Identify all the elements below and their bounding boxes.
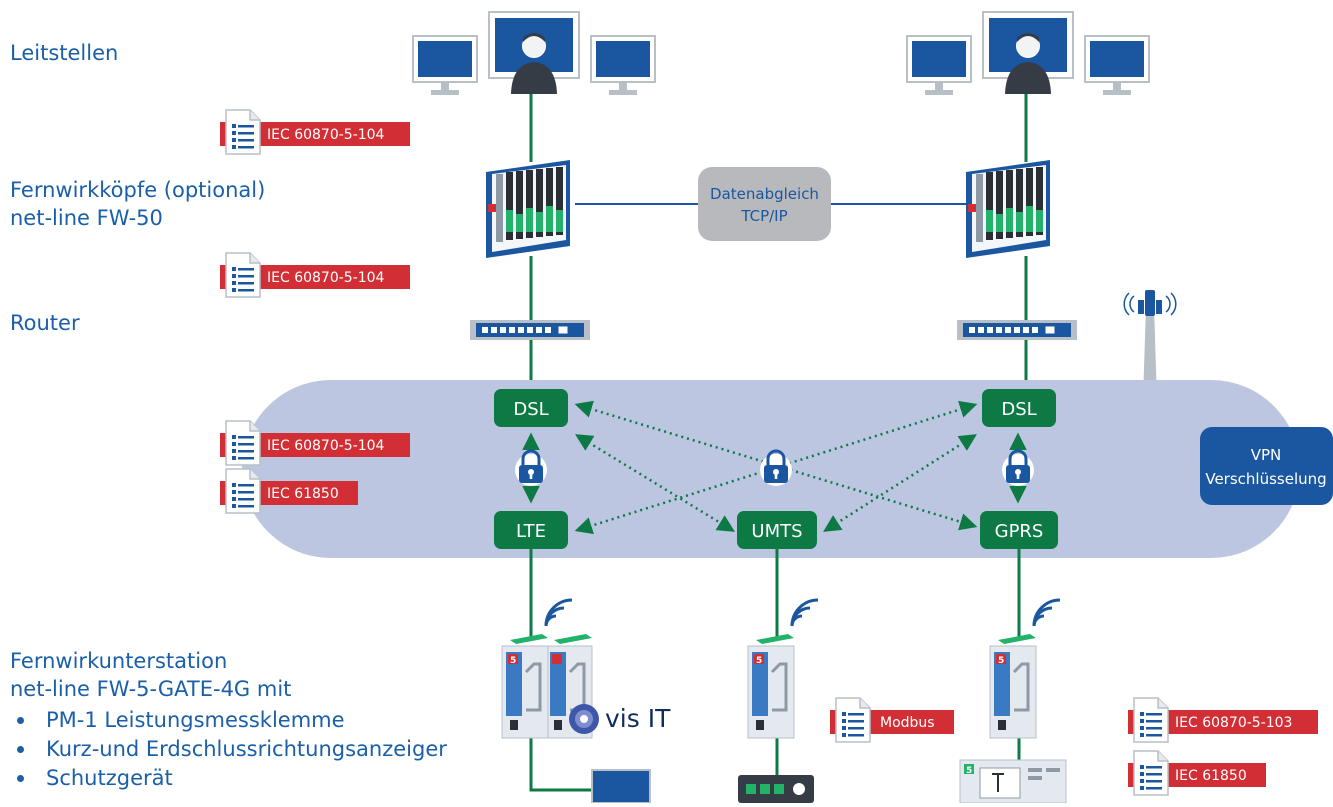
power-meter-icon (738, 775, 814, 803)
datenabgleich-line1: Datenabgleich (710, 185, 819, 203)
device-badge-right: 5 (998, 656, 1004, 666)
node-dsl-left: DSL (494, 389, 568, 427)
document-list-icon (1133, 697, 1169, 743)
vpn-box (1200, 427, 1333, 505)
vpn-line1: VPN (1251, 446, 1282, 464)
visit-monitor-icon (591, 769, 651, 804)
protocol-tag-iec61850-b: IEC 61850 (1128, 750, 1266, 796)
unit-right-icon (988, 632, 1038, 740)
lock-icon-left (515, 449, 547, 486)
feature-item: Kurz-und Erdschlussrichtungsanzeiger (12, 735, 447, 764)
wifi-icon-left (544, 598, 574, 628)
node-umts: UMTS (737, 511, 817, 549)
label-fernwirkkoepfe-line1: Fernwirkköpfe (optional) (10, 178, 266, 202)
document-list-icon (225, 468, 261, 514)
node-gprs: GPRS (980, 511, 1058, 549)
label-router: Router (10, 311, 80, 335)
protocol-tag-modbus: Modbus (830, 697, 954, 743)
unit-center-icon (746, 632, 796, 740)
protocol-tag-iec103-label: IEC 60870-5-103 (1175, 715, 1292, 731)
protocol-tag-iec104-b-label: IEC 60870-5-104 (267, 270, 385, 286)
node-dsl-right-label: DSL (1001, 399, 1036, 420)
label-fernwirkkoepfe-line2: net-line FW-50 (10, 206, 163, 230)
rack-right-icon (966, 160, 1050, 258)
node-lte-label: LTE (516, 521, 546, 542)
datenabgleich-line2: TCP/IP (740, 207, 787, 225)
leitstelle-left-icon (413, 12, 655, 95)
label-unterstation-line2: net-line FW-5-GATE-4G mit (10, 677, 292, 701)
document-list-icon (225, 252, 261, 298)
visit-logo-text: vis IT (605, 704, 671, 733)
protocol-tag-iec61850-b-label: IEC 61850 (1175, 768, 1247, 784)
protocol-tag-iec104-b: IEC 60870-5-104 (220, 252, 410, 298)
node-dsl-left-label: DSL (513, 399, 548, 420)
label-unterstation-line1: Fernwirkunterstation (10, 649, 228, 673)
feature-list: PM-1 Leistungsmessklemme Kurz-und Erdsch… (12, 706, 447, 793)
leitstelle-right-icon (907, 12, 1149, 95)
protocol-tag-iec104-c: IEC 60870-5-104 (220, 420, 410, 466)
protocol-tag-iec104-c-label: IEC 60870-5-104 (267, 438, 385, 454)
device-badge-relay: 5 (966, 766, 972, 776)
protocol-tag-iec104-a-label: IEC 60870-5-104 (267, 127, 385, 143)
node-dsl-right: DSL (982, 389, 1056, 427)
protocol-tag-iec104-a: IEC 60870-5-104 (220, 109, 410, 155)
device-badge-left: 5 (510, 656, 516, 666)
rack-left-icon (486, 160, 570, 258)
document-list-icon (225, 109, 261, 155)
document-list-icon (1133, 750, 1169, 796)
wifi-icon-center (790, 598, 820, 628)
vpn-line2: Verschlüsselung (1205, 470, 1326, 488)
cell-tower-icon (1123, 290, 1177, 400)
node-umts-label: UMTS (751, 521, 802, 542)
link-device-visit (529, 730, 592, 792)
wifi-icon-right (1032, 598, 1062, 628)
protocol-tag-iec61850-a: IEC 61850 (220, 468, 358, 514)
unit-left-front-icon (500, 632, 550, 740)
node-lte: LTE (494, 511, 568, 549)
device-badge-center: 5 (756, 656, 762, 666)
node-gprs-label: GPRS (995, 521, 1044, 542)
router-right-icon (956, 319, 1078, 341)
protocol-tag-iec103: IEC 60870-5-103 (1128, 697, 1318, 743)
protection-relay-icon (959, 759, 1067, 804)
visit-logo: vis IT (567, 702, 677, 738)
lock-icon-center (760, 449, 792, 486)
datenabgleich-box (698, 167, 831, 241)
protocol-tag-modbus-label: Modbus (880, 715, 935, 731)
feature-item: PM-1 Leistungsmessklemme (12, 706, 447, 735)
visit-eye-icon (569, 704, 599, 734)
router-left-icon (469, 319, 591, 341)
feature-item: Schutzgerät (12, 764, 447, 793)
lock-icon-right (1002, 449, 1034, 486)
label-leitstellen: Leitstellen (10, 41, 119, 65)
protocol-tag-iec61850-a-label: IEC 61850 (267, 486, 339, 502)
document-list-icon (835, 697, 871, 743)
document-list-icon (225, 420, 261, 466)
